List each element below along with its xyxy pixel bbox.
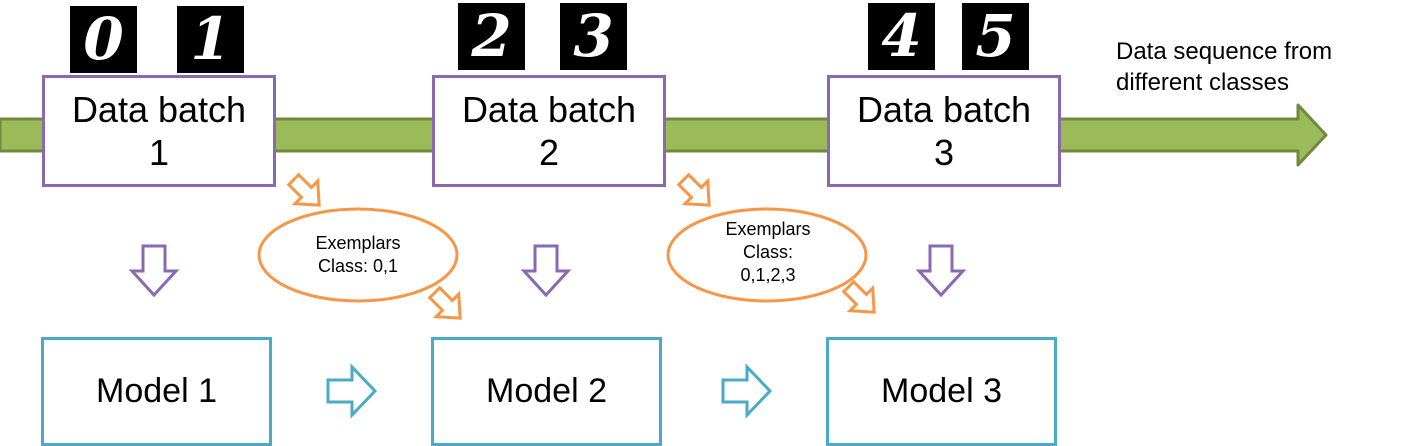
model-1-to-model-2-arrow	[326, 363, 378, 419]
exemplars-2-ellipse	[666, 207, 868, 303]
data-batch-3-number: 3	[933, 132, 955, 173]
exemplars-2-class-label: Class:	[742, 242, 793, 262]
data-batch-1-title: Data batch	[71, 89, 247, 130]
exemplars-1-ellipse	[257, 207, 459, 303]
data-batch-1: Data batch 1	[42, 75, 276, 187]
model-3-label: Model 3	[881, 372, 1002, 410]
digit-image-1: 1	[177, 6, 244, 73]
exemplars-1-title: Exemplars	[315, 233, 401, 253]
data-batch-1-number: 1	[148, 132, 170, 173]
model-1: Model 1	[41, 337, 272, 446]
batch-1-to-exemplars-arrow	[286, 172, 321, 207]
data-batch-3: Data batch 3	[827, 75, 1061, 187]
batch-2-to-exemplars-arrow	[676, 172, 711, 207]
exemplars-1-classes: Class: 0,1	[317, 256, 399, 276]
exemplars-2-classes: 0,1,2,3	[740, 265, 796, 285]
model-2: Model 2	[431, 337, 662, 446]
sequence-label: Data sequence from different classes	[1116, 36, 1406, 98]
digit-image-5: 5	[962, 3, 1029, 70]
data-batch-2: Data batch 2	[432, 75, 666, 187]
digit-image-0: 0	[70, 6, 137, 73]
model-2-label: Model 2	[486, 372, 607, 410]
digit-image-2: 2	[458, 3, 525, 70]
exemplars-2-text: Exemplars Class: 0,1,2,3	[693, 218, 843, 287]
batch-1-to-model-1-arrow	[128, 244, 180, 298]
exemplars-1-to-model-2-arrow	[427, 285, 462, 320]
sequence-label-line-1: Data sequence from	[1116, 38, 1333, 65]
data-batch-3-title: Data batch	[856, 89, 1032, 130]
batch-3-to-model-3-arrow	[915, 244, 967, 298]
model-1-label: Model 1	[96, 372, 217, 410]
batch-2-to-model-2-arrow	[520, 244, 572, 298]
data-batch-2-title: Data batch	[461, 89, 637, 130]
digit-image-4: 4	[868, 3, 935, 70]
model-3: Model 3	[826, 337, 1057, 446]
exemplars-2-title: Exemplars	[725, 219, 811, 239]
sequence-label-line-2: different classes	[1116, 69, 1289, 96]
exemplars-2-to-model-3-arrow	[841, 279, 876, 314]
model-2-to-model-3-arrow	[721, 363, 773, 419]
digit-image-3: 3	[560, 3, 627, 70]
exemplars-1-text: Exemplars Class: 0,1	[283, 232, 433, 278]
data-batch-2-number: 2	[538, 132, 560, 173]
